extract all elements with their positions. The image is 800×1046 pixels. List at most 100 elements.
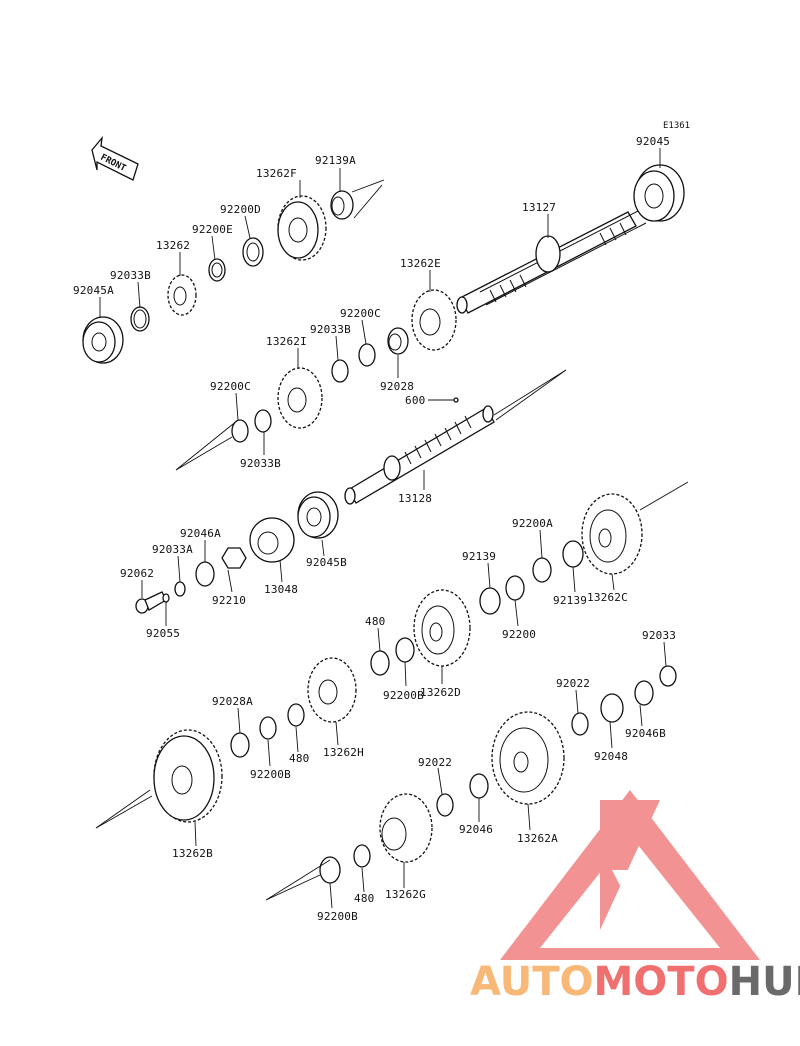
bush-92028A bbox=[230, 732, 250, 758]
circlip-92033B-mid bbox=[331, 359, 349, 383]
needle-bearing-92139-d bbox=[479, 587, 501, 615]
label-92022-a: 92022 bbox=[556, 677, 590, 690]
label-92046B: 92046B bbox=[625, 727, 666, 740]
shaft-13127 bbox=[456, 209, 647, 314]
label-92033A: 92033A bbox=[152, 543, 193, 556]
bearing-92045A bbox=[82, 316, 124, 364]
label-92200D: 92200D bbox=[220, 203, 261, 216]
label-92210: 92210 bbox=[212, 594, 246, 607]
label-92139A: 92139A bbox=[315, 154, 356, 167]
washer-92200D bbox=[242, 237, 264, 267]
label-13262E: 13262E bbox=[400, 257, 441, 270]
gear-13262D bbox=[413, 589, 471, 667]
label-13262I: 13262I bbox=[266, 335, 307, 348]
bush-92048 bbox=[600, 693, 624, 723]
front-arrow-icon: FRONT bbox=[91, 135, 139, 181]
label-480-d: 480 bbox=[365, 615, 385, 628]
leader-lines bbox=[99, 148, 667, 909]
label-92139-d: 92139 bbox=[462, 550, 496, 563]
label-92022-b: 92022 bbox=[418, 756, 452, 769]
diagram-code: E1361 bbox=[663, 121, 690, 131]
washer-92200C-top bbox=[358, 343, 376, 367]
label-92033B-mid: 92033B bbox=[310, 323, 351, 336]
gear-13262 bbox=[167, 274, 197, 316]
needle-bearing-92139A bbox=[330, 179, 385, 220]
label-480-h: 480 bbox=[289, 752, 309, 765]
circlip-92033B-lower bbox=[254, 409, 272, 433]
washer-92055 bbox=[162, 593, 170, 603]
washer-92022-a bbox=[571, 712, 589, 736]
washer-92022-b bbox=[436, 793, 454, 817]
part-labels: 92045 13127 92139A 13262F 92200D 92200E … bbox=[73, 135, 676, 923]
label-13262H: 13262H bbox=[323, 746, 364, 759]
label-92200C-top: 92200C bbox=[340, 307, 381, 320]
label-92033B-top: 92033B bbox=[110, 269, 151, 282]
label-13262C: 13262C bbox=[587, 591, 628, 604]
circlip-480-h bbox=[287, 703, 305, 727]
gear-13262E bbox=[411, 289, 457, 351]
gear-13262I bbox=[277, 367, 323, 429]
label-13128: 13128 bbox=[398, 492, 432, 505]
gear-13262A bbox=[491, 711, 565, 805]
watermark-logo bbox=[500, 790, 760, 960]
watermark-part-moto: MOTO bbox=[594, 959, 729, 1005]
cam-13048 bbox=[249, 517, 295, 563]
label-13262G: 13262G bbox=[385, 888, 426, 901]
label-92139-c: 92139 bbox=[553, 594, 587, 607]
gear-13262B bbox=[95, 729, 223, 829]
gear-13262F bbox=[277, 195, 327, 261]
washer-92200B-h bbox=[259, 716, 277, 740]
label-13262D: 13262D bbox=[420, 686, 461, 699]
label-92033: 92033 bbox=[642, 629, 676, 642]
watermark-part-auto: AUTO bbox=[470, 959, 594, 1005]
label-92055: 92055 bbox=[146, 627, 180, 640]
bearing-92045 bbox=[633, 164, 685, 222]
label-92028A: 92028A bbox=[212, 695, 253, 708]
label-92045: 92045 bbox=[636, 135, 670, 148]
washer-92200B-d bbox=[395, 637, 415, 663]
bush-92028 bbox=[387, 327, 409, 355]
label-480-g: 480 bbox=[354, 892, 374, 905]
label-92200B-h: 92200B bbox=[250, 768, 291, 781]
bolt-92062 bbox=[135, 591, 167, 614]
needle-bearing-92046B bbox=[634, 680, 654, 706]
label-92045A: 92045A bbox=[73, 284, 114, 297]
label-92045B: 92045B bbox=[306, 556, 347, 569]
gear-13262G bbox=[379, 793, 433, 863]
label-600: 600 bbox=[405, 394, 425, 407]
label-92046A: 92046A bbox=[180, 527, 221, 540]
circlip-92033A bbox=[174, 581, 186, 597]
gear-13262H bbox=[307, 657, 357, 723]
washer-92200B-g bbox=[319, 856, 341, 884]
circlip-480-d bbox=[370, 650, 390, 676]
needle-bearing-92046 bbox=[469, 773, 489, 799]
label-13127: 13127 bbox=[522, 201, 556, 214]
circlip-480-g bbox=[353, 844, 371, 868]
needle-bearing-92046A bbox=[195, 561, 215, 587]
label-13048: 13048 bbox=[264, 583, 298, 596]
label-92200B-g: 92200B bbox=[317, 910, 358, 923]
label-92200C-lower: 92200C bbox=[210, 380, 251, 393]
nut-92210 bbox=[221, 547, 247, 569]
washer-92200 bbox=[505, 575, 525, 601]
washer-92200E bbox=[208, 258, 226, 282]
label-92046: 92046 bbox=[459, 823, 493, 836]
watermark-text: AUTOMOTOHUB bbox=[470, 959, 800, 1005]
label-92200A: 92200A bbox=[512, 517, 553, 530]
bearing-92045B bbox=[297, 491, 339, 539]
label-92062: 92062 bbox=[120, 567, 154, 580]
label-92028: 92028 bbox=[380, 380, 414, 393]
label-13262B: 13262B bbox=[172, 847, 213, 860]
label-92048: 92048 bbox=[594, 750, 628, 763]
label-92200B-d: 92200B bbox=[383, 689, 424, 702]
gear-13262C bbox=[581, 481, 689, 575]
washer-92200C-lower bbox=[231, 419, 249, 443]
label-92200E: 92200E bbox=[192, 223, 233, 236]
shaft-13128 bbox=[344, 369, 567, 505]
label-13262: 13262 bbox=[156, 239, 190, 252]
watermark-part-hub: HUB bbox=[729, 959, 800, 1005]
label-13262F: 13262F bbox=[256, 167, 297, 180]
needle-bearing-92139-c bbox=[562, 540, 584, 568]
circlip-92033 bbox=[659, 665, 677, 687]
